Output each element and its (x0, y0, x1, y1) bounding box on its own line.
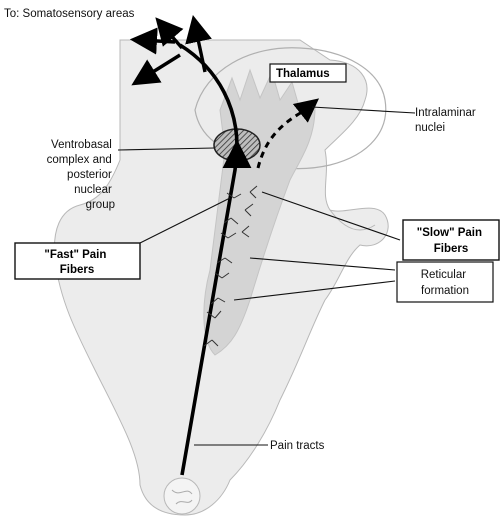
fast-fibers-line-1: "Fast" Pain (44, 249, 106, 261)
ventrobasal-line-4: nuclear (74, 184, 112, 196)
ventrobasal-label: Ventrobasal complex and posterior nuclea… (47, 139, 115, 211)
ventrobasal-line-1: Ventrobasal (51, 139, 112, 151)
slow-fibers-line-2: Fibers (434, 243, 469, 255)
intralaminar-label: Intralaminar nuclei (415, 107, 479, 134)
ventrobasal-line-5: group (86, 199, 115, 211)
intralaminar-line-1: Intralaminar (415, 107, 476, 119)
ventrobasal-line-3: posterior (67, 169, 112, 181)
slow-fibers-line-1: "Slow" Pain (417, 227, 482, 239)
destination-label: To: Somatosensory areas (4, 8, 135, 20)
thalamus-label: Thalamus (276, 68, 330, 80)
fast-fibers-line-2: Fibers (60, 264, 95, 276)
reticular-line-2: formation (421, 285, 469, 297)
ventrobasal-line-2: complex and (47, 154, 112, 166)
intralaminar-line-2: nuclei (415, 122, 445, 134)
reticular-line-1: Reticular (421, 269, 467, 281)
pain-tracts-label: Pain tracts (270, 440, 325, 452)
